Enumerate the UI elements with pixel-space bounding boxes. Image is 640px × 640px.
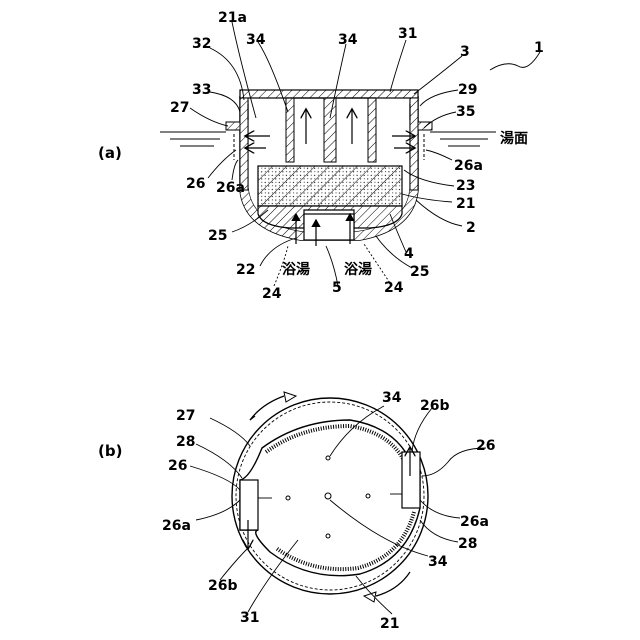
label-b-34-top: 34 [382, 390, 402, 406]
panel-label-a: (a) [98, 144, 122, 162]
label-4: 4 [404, 246, 414, 262]
label-25-right: 25 [410, 264, 429, 280]
lid [240, 90, 418, 98]
label-26a-right: 26a [454, 158, 483, 174]
figure-b: (b) [98, 390, 495, 632]
label-26a-left: 26a [216, 180, 245, 196]
label-24-right: 24 [384, 280, 404, 296]
water-surface-right [430, 132, 496, 146]
bath-water-left: 浴湯 [282, 261, 310, 278]
label-b-26a-right: 26a [460, 514, 489, 530]
water-surface-left [160, 132, 226, 146]
label-29: 29 [458, 82, 477, 98]
label-24-left: 24 [262, 286, 282, 302]
label-3: 3 [460, 44, 470, 60]
label-26: 26 [186, 176, 205, 192]
flange-left [226, 122, 240, 130]
port-right [402, 452, 420, 508]
label-33: 33 [192, 82, 211, 98]
port-left [240, 480, 258, 530]
label-b-26-right: 26 [476, 438, 495, 454]
label-b-26-left: 26 [168, 458, 187, 474]
label-b-21: 21 [380, 616, 399, 632]
filter-block [258, 166, 402, 206]
label-21a: 21a [218, 10, 247, 26]
panel-label-b: (b) [98, 442, 122, 460]
label-34a: 34 [246, 32, 266, 48]
label-b-26b-bottom: 26b [208, 578, 238, 594]
tubes [286, 98, 376, 162]
label-5: 5 [332, 280, 342, 296]
inlet-port [304, 214, 354, 240]
label-34b: 34 [338, 32, 358, 48]
rotation-arrow-bottom [376, 572, 410, 596]
label-1: 1 [534, 40, 544, 56]
label-35: 35 [456, 104, 475, 120]
water-surface-label: 湯面 [500, 130, 528, 147]
label-23: 23 [456, 178, 475, 194]
label-b-27: 27 [176, 408, 195, 424]
label-b-28-right: 28 [458, 536, 477, 552]
bath-water-right: 浴湯 [344, 261, 372, 278]
label-b-31: 31 [240, 610, 259, 626]
label-32: 32 [192, 36, 211, 52]
figure-a: (a) 湯面 [98, 10, 544, 302]
label-31: 31 [398, 26, 417, 42]
label-22: 22 [236, 262, 255, 278]
label-25-left: 25 [208, 228, 227, 244]
label-b-26a-left: 26a [162, 518, 191, 534]
label-2: 2 [466, 220, 476, 236]
label-b-26b-top: 26b [420, 398, 450, 414]
label-b-28-left: 28 [176, 434, 195, 450]
label-21: 21 [456, 196, 475, 212]
label-b-34-bottom: 34 [428, 554, 448, 570]
label-27: 27 [170, 100, 189, 116]
